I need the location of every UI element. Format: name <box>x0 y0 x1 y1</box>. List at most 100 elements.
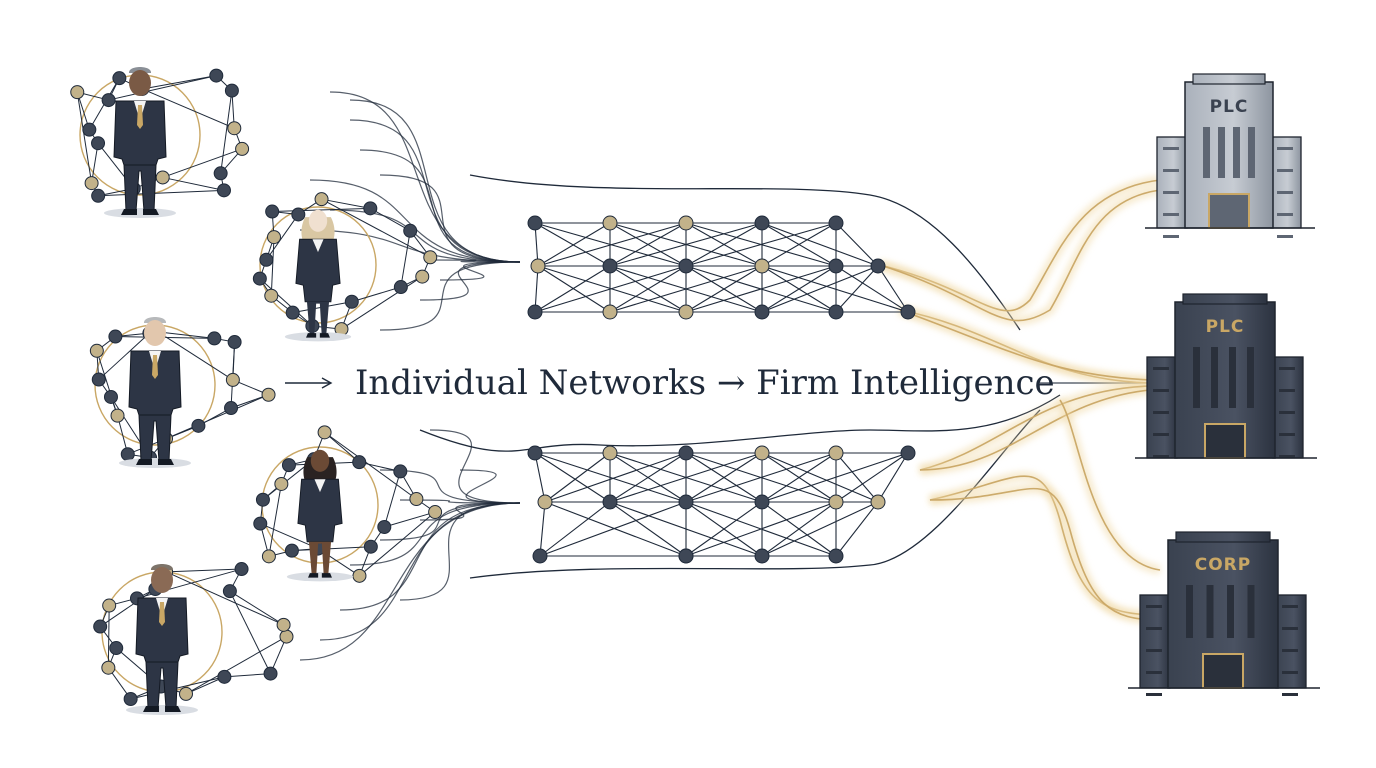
mesh-edge <box>761 452 879 503</box>
mesh-edge <box>609 452 687 503</box>
network-edge <box>321 198 431 258</box>
network-node <box>409 492 424 507</box>
shadow <box>104 208 176 218</box>
building-door <box>1202 653 1244 689</box>
gold-stream <box>879 179 1161 312</box>
mesh-edge <box>685 265 763 313</box>
building-window <box>1163 191 1179 194</box>
tie <box>152 355 158 379</box>
network-node <box>235 141 250 156</box>
gold-stream-glow <box>878 185 1161 325</box>
building-window <box>1279 433 1295 436</box>
gold-stream <box>919 385 1151 471</box>
building-wing-left <box>1156 136 1188 229</box>
network-node <box>259 252 274 267</box>
network-edge <box>370 207 411 232</box>
tie <box>159 602 165 626</box>
mesh-node <box>754 258 770 274</box>
network-node <box>191 418 206 433</box>
person-network <box>252 192 438 337</box>
arrow-head <box>321 377 333 389</box>
mesh-node <box>754 494 770 510</box>
network-node <box>179 686 194 701</box>
building-window <box>1163 235 1179 238</box>
flow-curve <box>419 502 521 521</box>
mesh-edge <box>534 265 539 313</box>
flow-curve <box>419 261 521 301</box>
mesh-node <box>678 494 694 510</box>
network-node <box>89 343 104 358</box>
network-edge <box>157 331 234 381</box>
building-window <box>1153 455 1169 458</box>
network-edge <box>383 471 401 528</box>
building-door <box>1208 193 1250 229</box>
mesh-node <box>870 494 886 510</box>
network-edge <box>185 636 287 695</box>
building-window <box>1282 649 1298 652</box>
network-node <box>91 136 106 151</box>
mesh-node <box>678 258 694 274</box>
network-edge <box>76 92 93 184</box>
mesh-edge <box>877 265 909 313</box>
network-node <box>227 335 242 350</box>
mesh-node <box>527 215 543 231</box>
network-node <box>224 83 239 98</box>
building-window <box>1193 347 1200 408</box>
network-node <box>393 464 408 479</box>
network-node <box>93 619 108 634</box>
shirt <box>314 479 326 493</box>
mesh-edge <box>534 265 611 313</box>
network-edge <box>359 511 436 577</box>
person-figure <box>119 317 191 468</box>
network-node <box>377 519 392 534</box>
face <box>308 209 328 232</box>
building-window <box>1186 585 1193 638</box>
building-label: CORP <box>1195 555 1251 575</box>
network-edge <box>158 331 215 339</box>
network-edge <box>260 523 319 550</box>
mesh-edge <box>685 501 837 557</box>
mesh-edge <box>534 265 687 313</box>
mesh-edge <box>835 265 879 313</box>
jacket <box>295 238 341 303</box>
mesh-edge <box>685 452 837 503</box>
network-edge <box>324 431 360 463</box>
network-node <box>393 280 408 295</box>
network-node <box>101 93 116 108</box>
mesh-edge <box>835 265 909 313</box>
network-node <box>317 425 332 440</box>
gold-connection-streams <box>878 175 1161 625</box>
mesh-node <box>602 304 618 320</box>
network-node <box>363 201 378 216</box>
diagram-title: Individual Networks → Firm Intelligence <box>355 363 1055 403</box>
building-window <box>1277 147 1293 150</box>
flow-curve <box>399 502 521 601</box>
building-window <box>1206 585 1214 638</box>
mesh-node <box>602 445 618 461</box>
network-node <box>352 568 367 583</box>
building-window <box>1203 127 1210 178</box>
people-networks <box>70 67 443 715</box>
building-window <box>1233 127 1240 178</box>
face <box>129 70 151 96</box>
flow-curve <box>349 502 521 566</box>
flow-curve <box>349 119 521 263</box>
mesh-edge <box>761 265 879 313</box>
face <box>151 567 173 593</box>
network-edge <box>265 214 299 261</box>
building-window <box>1153 411 1169 414</box>
mesh-edge <box>685 501 763 557</box>
mesh-node <box>678 215 694 231</box>
network-edge <box>229 590 284 626</box>
shoes <box>121 209 159 215</box>
network-edge <box>351 286 401 303</box>
shadow <box>119 458 191 468</box>
network-node <box>344 294 359 309</box>
mesh-edge <box>537 222 611 267</box>
mesh-node <box>678 548 694 564</box>
building-window <box>1227 585 1234 638</box>
building-window <box>1277 213 1293 216</box>
network-node <box>428 505 443 520</box>
network-edge <box>98 332 150 380</box>
